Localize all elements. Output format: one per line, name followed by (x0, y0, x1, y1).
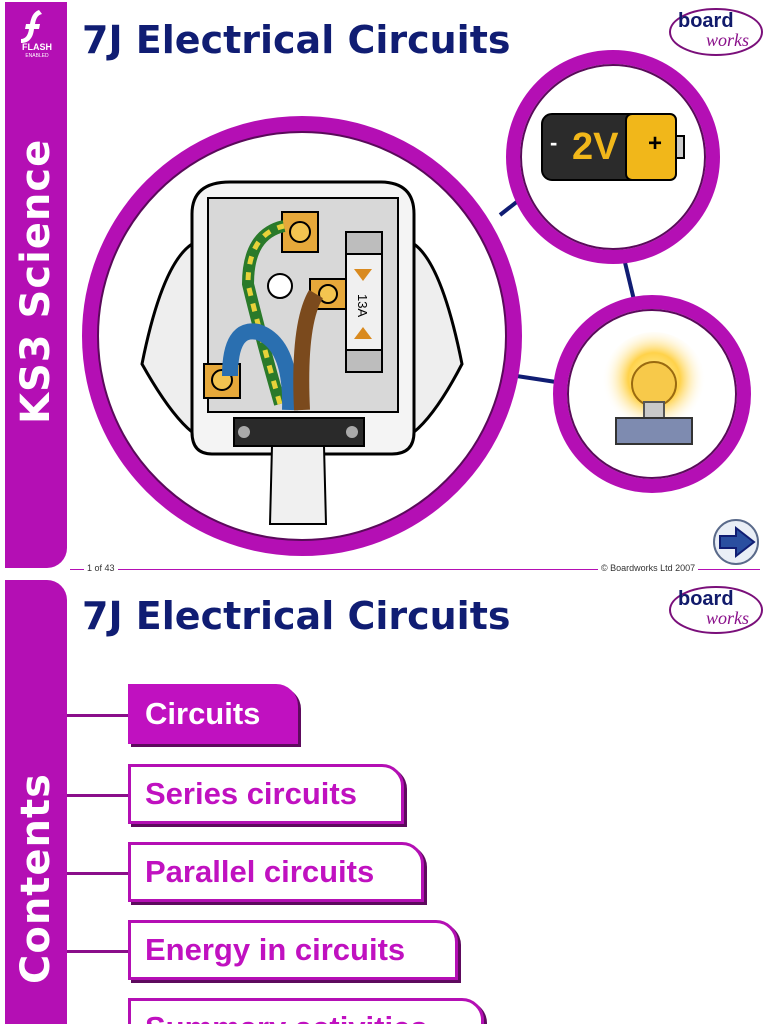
flash-badge: FLASH (22, 42, 52, 52)
flash-sub: ENABLED (25, 53, 49, 59)
plug-icon (82, 116, 522, 556)
menu-item-summary-activities[interactable]: Summary activities (128, 998, 484, 1024)
menu-item-energy-in-circuits[interactable]: Energy in circuits (128, 920, 458, 980)
page-title: 7J Electrical Circuits (82, 18, 511, 62)
sidebar-label: Contents (13, 773, 59, 984)
sidebar: FLASH ENABLED KS3 Science (5, 2, 67, 568)
menu-item-parallel-circuits[interactable]: Parallel circuits (128, 842, 424, 902)
boardworks-logo: board works (668, 584, 764, 636)
sidebar: Contents (5, 580, 67, 1024)
footer-line (70, 569, 760, 570)
menu-item-circuits[interactable]: Circuits (128, 684, 298, 744)
flash-icon: FLASH ENABLED (15, 8, 59, 64)
connector (67, 714, 129, 717)
fuse-label: 13A (355, 294, 370, 318)
copyright: © Boardworks Ltd 2007 (598, 563, 699, 573)
next-arrow-icon[interactable] (712, 518, 760, 566)
connector (67, 950, 129, 953)
bulb-illustration (552, 294, 752, 494)
menu-item-series-circuits[interactable]: Series circuits (128, 764, 404, 824)
plug-illustration: 13A (80, 114, 524, 558)
battery-illustration: 2V - + (506, 50, 720, 264)
connector (67, 794, 129, 797)
title-slide: FLASH ENABLED KS3 Science 7J Electrical … (5, 2, 764, 573)
bulb-icon (553, 295, 751, 493)
battery-plus: + (648, 130, 663, 157)
page-title: 7J Electrical Circuits (82, 594, 511, 638)
battery-minus: - (550, 130, 558, 155)
battery-icon (506, 50, 720, 264)
battery-label: 2V (572, 126, 619, 168)
contents-slide: Contents 7J Electrical Circuits board wo… (0, 576, 768, 1024)
page-number: 1 of 43 (84, 563, 118, 573)
connector (67, 872, 129, 875)
boardworks-logo: board works (668, 6, 764, 58)
